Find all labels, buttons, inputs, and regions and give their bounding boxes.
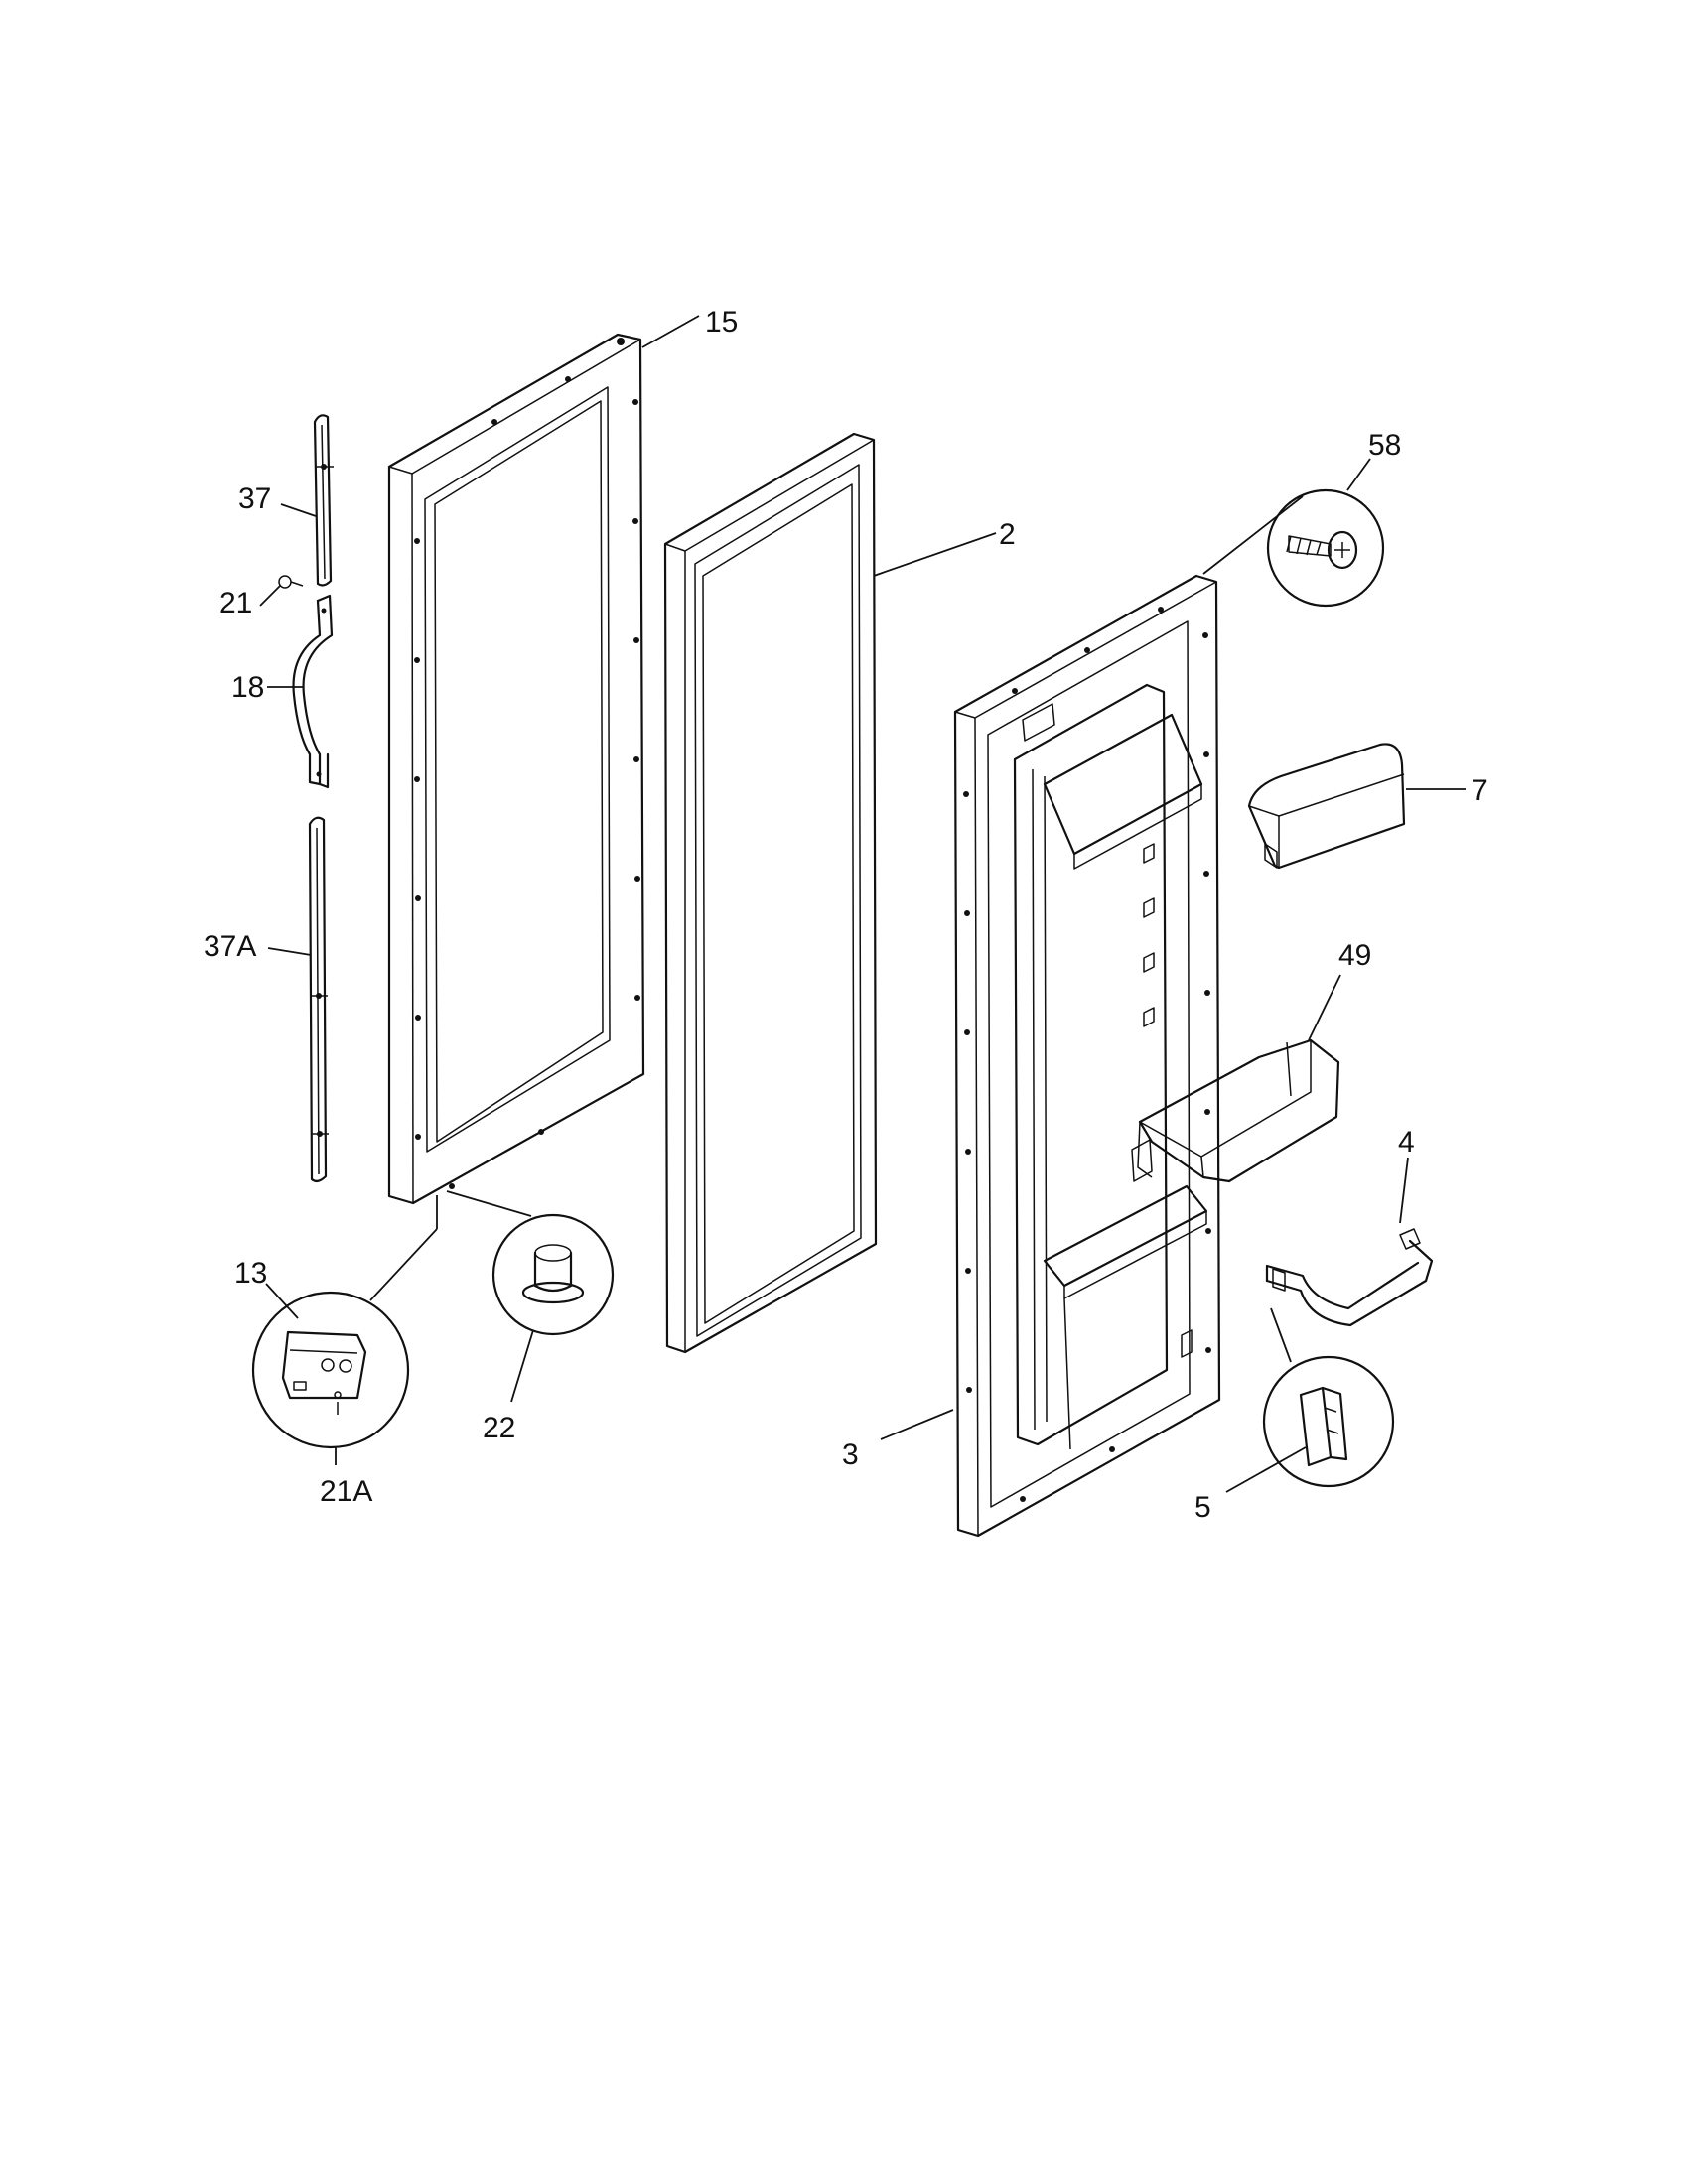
part-handle-18 [292,594,334,789]
callout-labels: 15 37 21 18 37A 13 21A 22 2 58 7 49 4 3 … [204,306,1488,1524]
liner-shelf-clips [1143,843,1193,1358]
callout-37: 37 [238,482,271,515]
part-clip-5-detail [1262,1355,1395,1488]
part-handle-trim-37A [308,816,329,1183]
callout-49: 49 [1338,939,1371,972]
callout-58: 58 [1368,429,1401,462]
part-door-liner-3 [953,574,1221,1538]
part-handle-trim-37 [313,414,334,587]
part-gasket-2 [663,432,878,1354]
callout-37A: 37A [204,930,256,963]
callout-18: 18 [231,671,264,704]
part-hinge-13-detail [251,1291,410,1449]
callout-7: 7 [1472,774,1488,807]
callout-15: 15 [705,306,738,339]
callout-4: 4 [1398,1126,1415,1159]
leader-lines [259,315,1466,1493]
callout-13: 13 [234,1257,267,1290]
callout-21: 21 [219,587,252,619]
callout-21A: 21A [320,1475,372,1508]
liner-screw-holes [963,607,1211,1502]
part-screw-21 [278,575,304,589]
part-dairy-cover-7 [1247,743,1406,870]
part-bushing-22-detail [491,1213,615,1336]
callout-22: 22 [483,1412,515,1444]
part-door-bin-49 [1131,1038,1340,1183]
callout-5: 5 [1194,1491,1211,1524]
frame-screw-holes [414,338,640,1189]
part-shelf-rail-4 [1265,1228,1434,1327]
part-screw-58-detail [1266,488,1385,608]
part-door-frame-15 [387,333,645,1205]
callout-3: 3 [842,1438,859,1471]
callout-2: 2 [999,518,1016,551]
